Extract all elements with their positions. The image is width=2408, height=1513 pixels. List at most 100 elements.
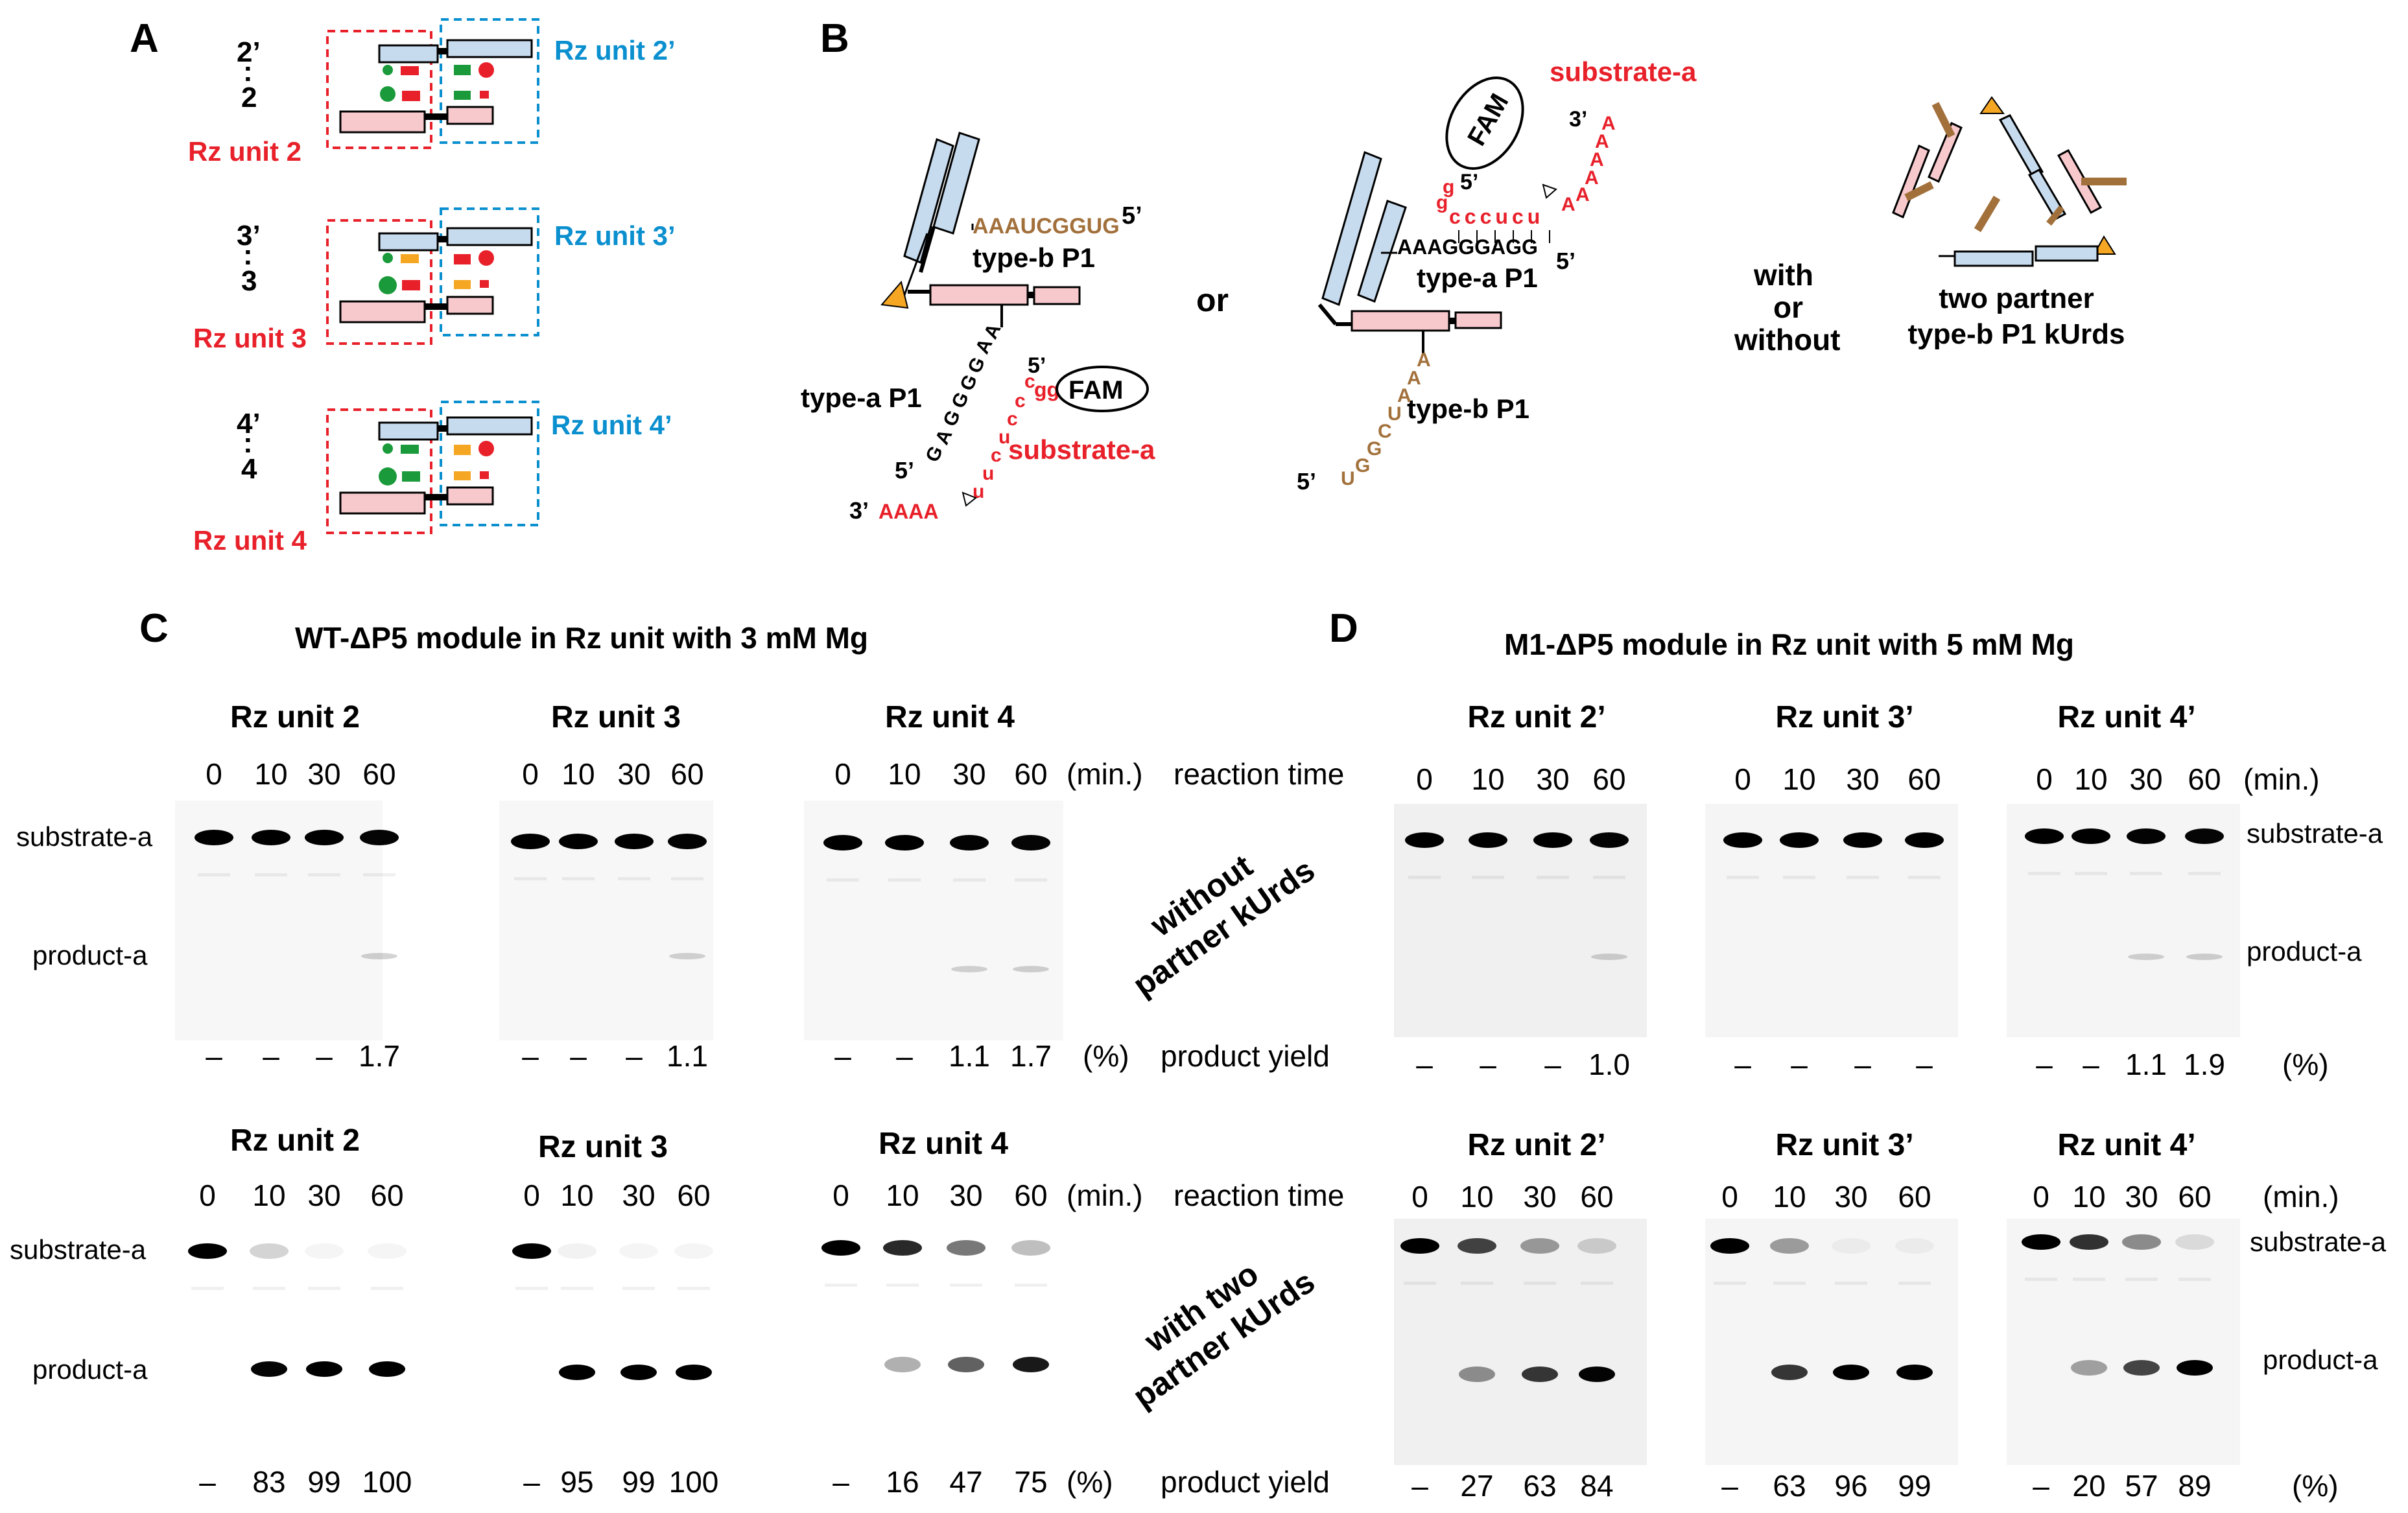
yield-label: – bbox=[1791, 1048, 1808, 1081]
svg-text:G: G bbox=[947, 389, 973, 412]
faint-band bbox=[1783, 876, 1815, 879]
rz-unit-4p-label: Rz unit 4’ bbox=[551, 410, 672, 440]
b-left-tail: AAAA bbox=[879, 500, 938, 523]
yield-label: 1.1 bbox=[949, 1039, 990, 1073]
substrate-band bbox=[2070, 1234, 2108, 1250]
product-band bbox=[1522, 1366, 1558, 1382]
svg-text:G: G bbox=[1367, 438, 1382, 460]
yield-label: – bbox=[1411, 1469, 1428, 1503]
faint-band bbox=[1593, 876, 1625, 879]
faint-band bbox=[515, 1287, 548, 1290]
time-label: 0 bbox=[832, 1179, 849, 1212]
product-band bbox=[2177, 1360, 2213, 1376]
pair-4-top: 4’ bbox=[237, 408, 261, 440]
faint-band bbox=[622, 1287, 655, 1290]
b-left-fam-ellipse bbox=[1056, 366, 1149, 412]
yield-label: – bbox=[1721, 1469, 1738, 1503]
svg-text:u: u bbox=[998, 427, 1010, 448]
substrate-band bbox=[2185, 828, 2224, 844]
faint-band bbox=[618, 877, 650, 880]
gel-background bbox=[499, 1219, 713, 1465]
gel-title: Rz unit 3 bbox=[538, 1130, 668, 1164]
faint-band bbox=[1908, 876, 1941, 879]
b-left-type-a: type-a P1 bbox=[801, 382, 922, 413]
substrate-band bbox=[1469, 832, 1507, 848]
time-label: 30 bbox=[622, 1179, 655, 1212]
d-substrate-top: substrate-a bbox=[2247, 818, 2383, 849]
d-product-top: product-a bbox=[2247, 936, 2362, 967]
time-label: 0 bbox=[523, 1179, 540, 1212]
b-right-5prime-right: 5’ bbox=[1556, 248, 1576, 274]
time-label: 30 bbox=[1523, 1180, 1556, 1214]
substrate-band bbox=[1780, 832, 1819, 848]
substrate-band bbox=[1770, 1238, 1809, 1254]
gel-title: Rz unit 4’ bbox=[2057, 700, 2195, 734]
b-left-fam: FAM bbox=[1068, 376, 1123, 405]
faint-band bbox=[1898, 1282, 1931, 1285]
b-left-5prime-low: 5’ bbox=[895, 457, 914, 484]
faint-band bbox=[253, 1287, 285, 1290]
gel-title: Rz unit 2’ bbox=[1467, 1128, 1605, 1162]
b-without: without bbox=[1734, 323, 1841, 357]
c-with-two-label: with two partner kUrds bbox=[1126, 1255, 1321, 1414]
substrate-band bbox=[1405, 832, 1444, 848]
time-label: 60 bbox=[1907, 762, 1941, 796]
yield-label: 99 bbox=[1898, 1469, 1931, 1503]
panel-label-a: A bbox=[130, 16, 159, 61]
faint-band bbox=[1581, 1282, 1613, 1285]
substrate-band bbox=[883, 1240, 922, 1256]
substrate-band bbox=[1905, 832, 1944, 848]
time-label: 0 bbox=[206, 757, 222, 791]
b-left-type-b: type-b P1 bbox=[973, 242, 1095, 273]
faint-band bbox=[888, 878, 921, 882]
faint-band bbox=[1835, 1282, 1867, 1285]
product-band bbox=[2186, 954, 2223, 960]
substrate-band bbox=[1832, 1238, 1871, 1254]
rz-unit-4-label: Rz unit 4 bbox=[193, 525, 307, 556]
gel-background bbox=[2007, 1219, 2240, 1465]
substrate-band bbox=[1723, 832, 1762, 848]
b-left-substrate: substrate-a bbox=[1008, 434, 1155, 465]
d-min-bottom: (min.) bbox=[2263, 1180, 2339, 1214]
faint-band bbox=[308, 873, 340, 876]
rz-unit-2-label: Rz unit 2 bbox=[188, 136, 301, 167]
time-label: 60 bbox=[2178, 1180, 2211, 1214]
gel-title: Rz unit 2’ bbox=[1467, 700, 1605, 734]
yield-label: – bbox=[316, 1039, 333, 1073]
yield-label: 99 bbox=[307, 1465, 340, 1499]
svg-text:U: U bbox=[1387, 403, 1402, 425]
product-band bbox=[1459, 1366, 1495, 1382]
yield-label: 89 bbox=[2178, 1469, 2211, 1503]
time-label: 0 bbox=[834, 757, 851, 791]
b-left-5prime-top: 5’ bbox=[1122, 202, 1142, 229]
time-label: 10 bbox=[2072, 1180, 2105, 1214]
time-label: 10 bbox=[1471, 762, 1504, 796]
gel-background bbox=[804, 1219, 1063, 1465]
faint-band bbox=[1537, 876, 1569, 879]
product-band bbox=[884, 1357, 921, 1372]
c-pct-top: (%) bbox=[1083, 1039, 1129, 1073]
b-right-5prime-fam: 5’ bbox=[1460, 170, 1478, 194]
substrate-band bbox=[1843, 832, 1882, 848]
svg-text:A: A bbox=[1585, 167, 1599, 189]
yield-label: 20 bbox=[2072, 1469, 2105, 1503]
faint-band bbox=[514, 877, 547, 880]
gel-title: Rz unit 3’ bbox=[1775, 1128, 1913, 1162]
time-label: 0 bbox=[2033, 1180, 2049, 1214]
time-label: 60 bbox=[1580, 1180, 1613, 1214]
substrate-band bbox=[1011, 835, 1050, 850]
yield-label: – bbox=[199, 1465, 216, 1499]
pair-3-bottom: 3 bbox=[241, 265, 257, 297]
product-band bbox=[2071, 1360, 2107, 1376]
substrate-band bbox=[615, 834, 654, 849]
d-min-top: (min.) bbox=[2243, 762, 2320, 796]
substrate-band bbox=[360, 830, 399, 845]
gel-title: Rz unit 4 bbox=[885, 700, 1015, 734]
c-product-yield-top: product yield bbox=[1161, 1039, 1330, 1073]
product-band bbox=[306, 1361, 342, 1377]
substrate-band bbox=[1590, 832, 1629, 848]
